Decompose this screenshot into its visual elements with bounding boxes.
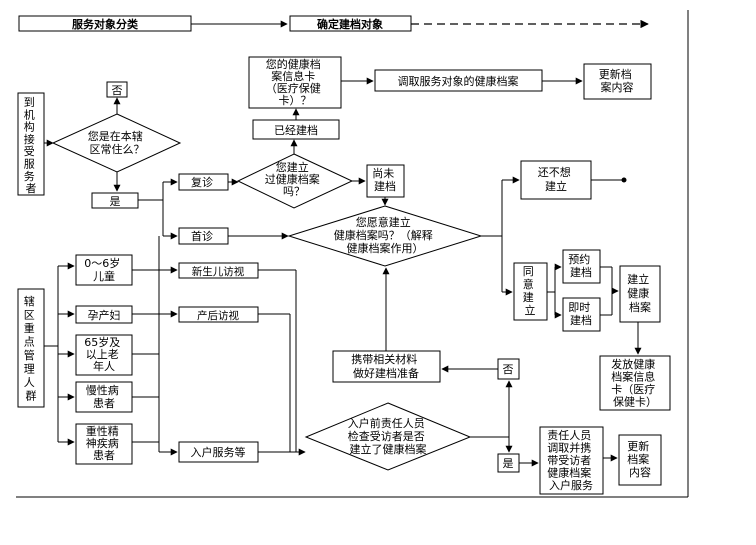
arrive-box xyxy=(17,92,45,196)
resident-question-label: 您是在本辖 区常住么？ xyxy=(88,129,147,156)
yes-label-bottom: 是 xyxy=(503,457,514,470)
update-top-box xyxy=(583,63,652,100)
staff-box xyxy=(539,426,604,495)
issue-card-box xyxy=(599,355,671,411)
update-bottom-box xyxy=(618,434,662,486)
create-file-box xyxy=(619,265,661,323)
chronic-label: 慢性病 患者 xyxy=(86,383,123,410)
shouzhen-label: 首诊 xyxy=(191,229,213,243)
no-label-top: 否 xyxy=(112,84,123,97)
willing-question-label: 您愿意建立 健康档案吗？（解释 健康档案作用） xyxy=(334,215,437,255)
update-bottom-label: 更新 档案 内容 xyxy=(627,439,653,479)
issue-card-label: 发放健康 档案信息 卡（医疗 保健卡） xyxy=(611,357,659,409)
created-question-diamond xyxy=(236,153,354,209)
key-group-label: 辖 区 重 点 管 理 人 群 xyxy=(24,294,39,403)
card-info-box xyxy=(248,56,342,109)
update-top-label: 更新档 案内容 xyxy=(599,67,636,94)
stage1-label: 服务对象分类 xyxy=(72,17,139,31)
stage2-label: 确定建档对象 xyxy=(317,17,383,31)
appointment-label: 预约 建档 xyxy=(568,253,594,279)
immediate-label: 即时 建档 xyxy=(568,301,594,327)
pregnant-label: 孕产妇 xyxy=(88,308,121,322)
willing-question-diamond xyxy=(287,205,483,267)
not-want-label: 还不想 建立 xyxy=(538,165,575,193)
agree-label: 同 意 建 立 xyxy=(523,265,538,317)
mental-label: 重性精 神疾病 患者 xyxy=(86,424,123,462)
card-info-label: 您的健康档 案信息卡 （医疗保健 卡）？ xyxy=(266,57,325,107)
bring-label: 携带相关材料 做好建档准备 xyxy=(351,352,421,380)
no-label-mid: 否 xyxy=(503,363,514,376)
postpartum-label: 产后访视 xyxy=(197,309,239,322)
newborn-label: 新生儿访视 xyxy=(192,265,245,278)
not-yet-label: 尚未 建档 xyxy=(372,166,398,193)
child-label: 0～6岁 儿童 xyxy=(84,256,124,283)
arrive-label: 到 机 构 接 受 服 务 者 xyxy=(24,96,39,195)
agree-box xyxy=(513,262,548,321)
staff-label: 责任人员 调取并携 带受访者 健康档案 入户服务 xyxy=(547,429,595,492)
bring-box xyxy=(332,350,441,383)
not-want-box xyxy=(520,160,592,200)
home-question-label: 入户前责任人员 检查受访者是否 建立了健康档案 xyxy=(348,416,429,456)
fuzhen-label: 复诊 xyxy=(191,175,213,189)
key-group-box xyxy=(17,288,45,408)
chronic-box xyxy=(75,381,133,413)
not-yet-box xyxy=(366,164,405,198)
yes-label-left: 是 xyxy=(110,195,121,208)
elderly-box xyxy=(75,334,133,376)
home-label: 入户服务等 xyxy=(191,445,246,459)
home-question-diamond xyxy=(304,402,472,471)
create-file-label: 建立 健康 档案 xyxy=(627,272,653,314)
elderly-label: 65岁及 以上老 年人 xyxy=(84,335,124,373)
already-label: 已经建档 xyxy=(274,123,318,137)
created-question-label: 您建立 过健康档案 吗？ xyxy=(265,160,324,198)
no-box-top xyxy=(106,81,128,98)
mental-box xyxy=(75,423,133,465)
appointment-box xyxy=(562,249,601,284)
end-dot xyxy=(621,177,627,183)
retrieve-label: 调取服务对象的健康档案 xyxy=(398,74,519,88)
child-box xyxy=(75,254,133,286)
immediate-box xyxy=(562,297,601,332)
